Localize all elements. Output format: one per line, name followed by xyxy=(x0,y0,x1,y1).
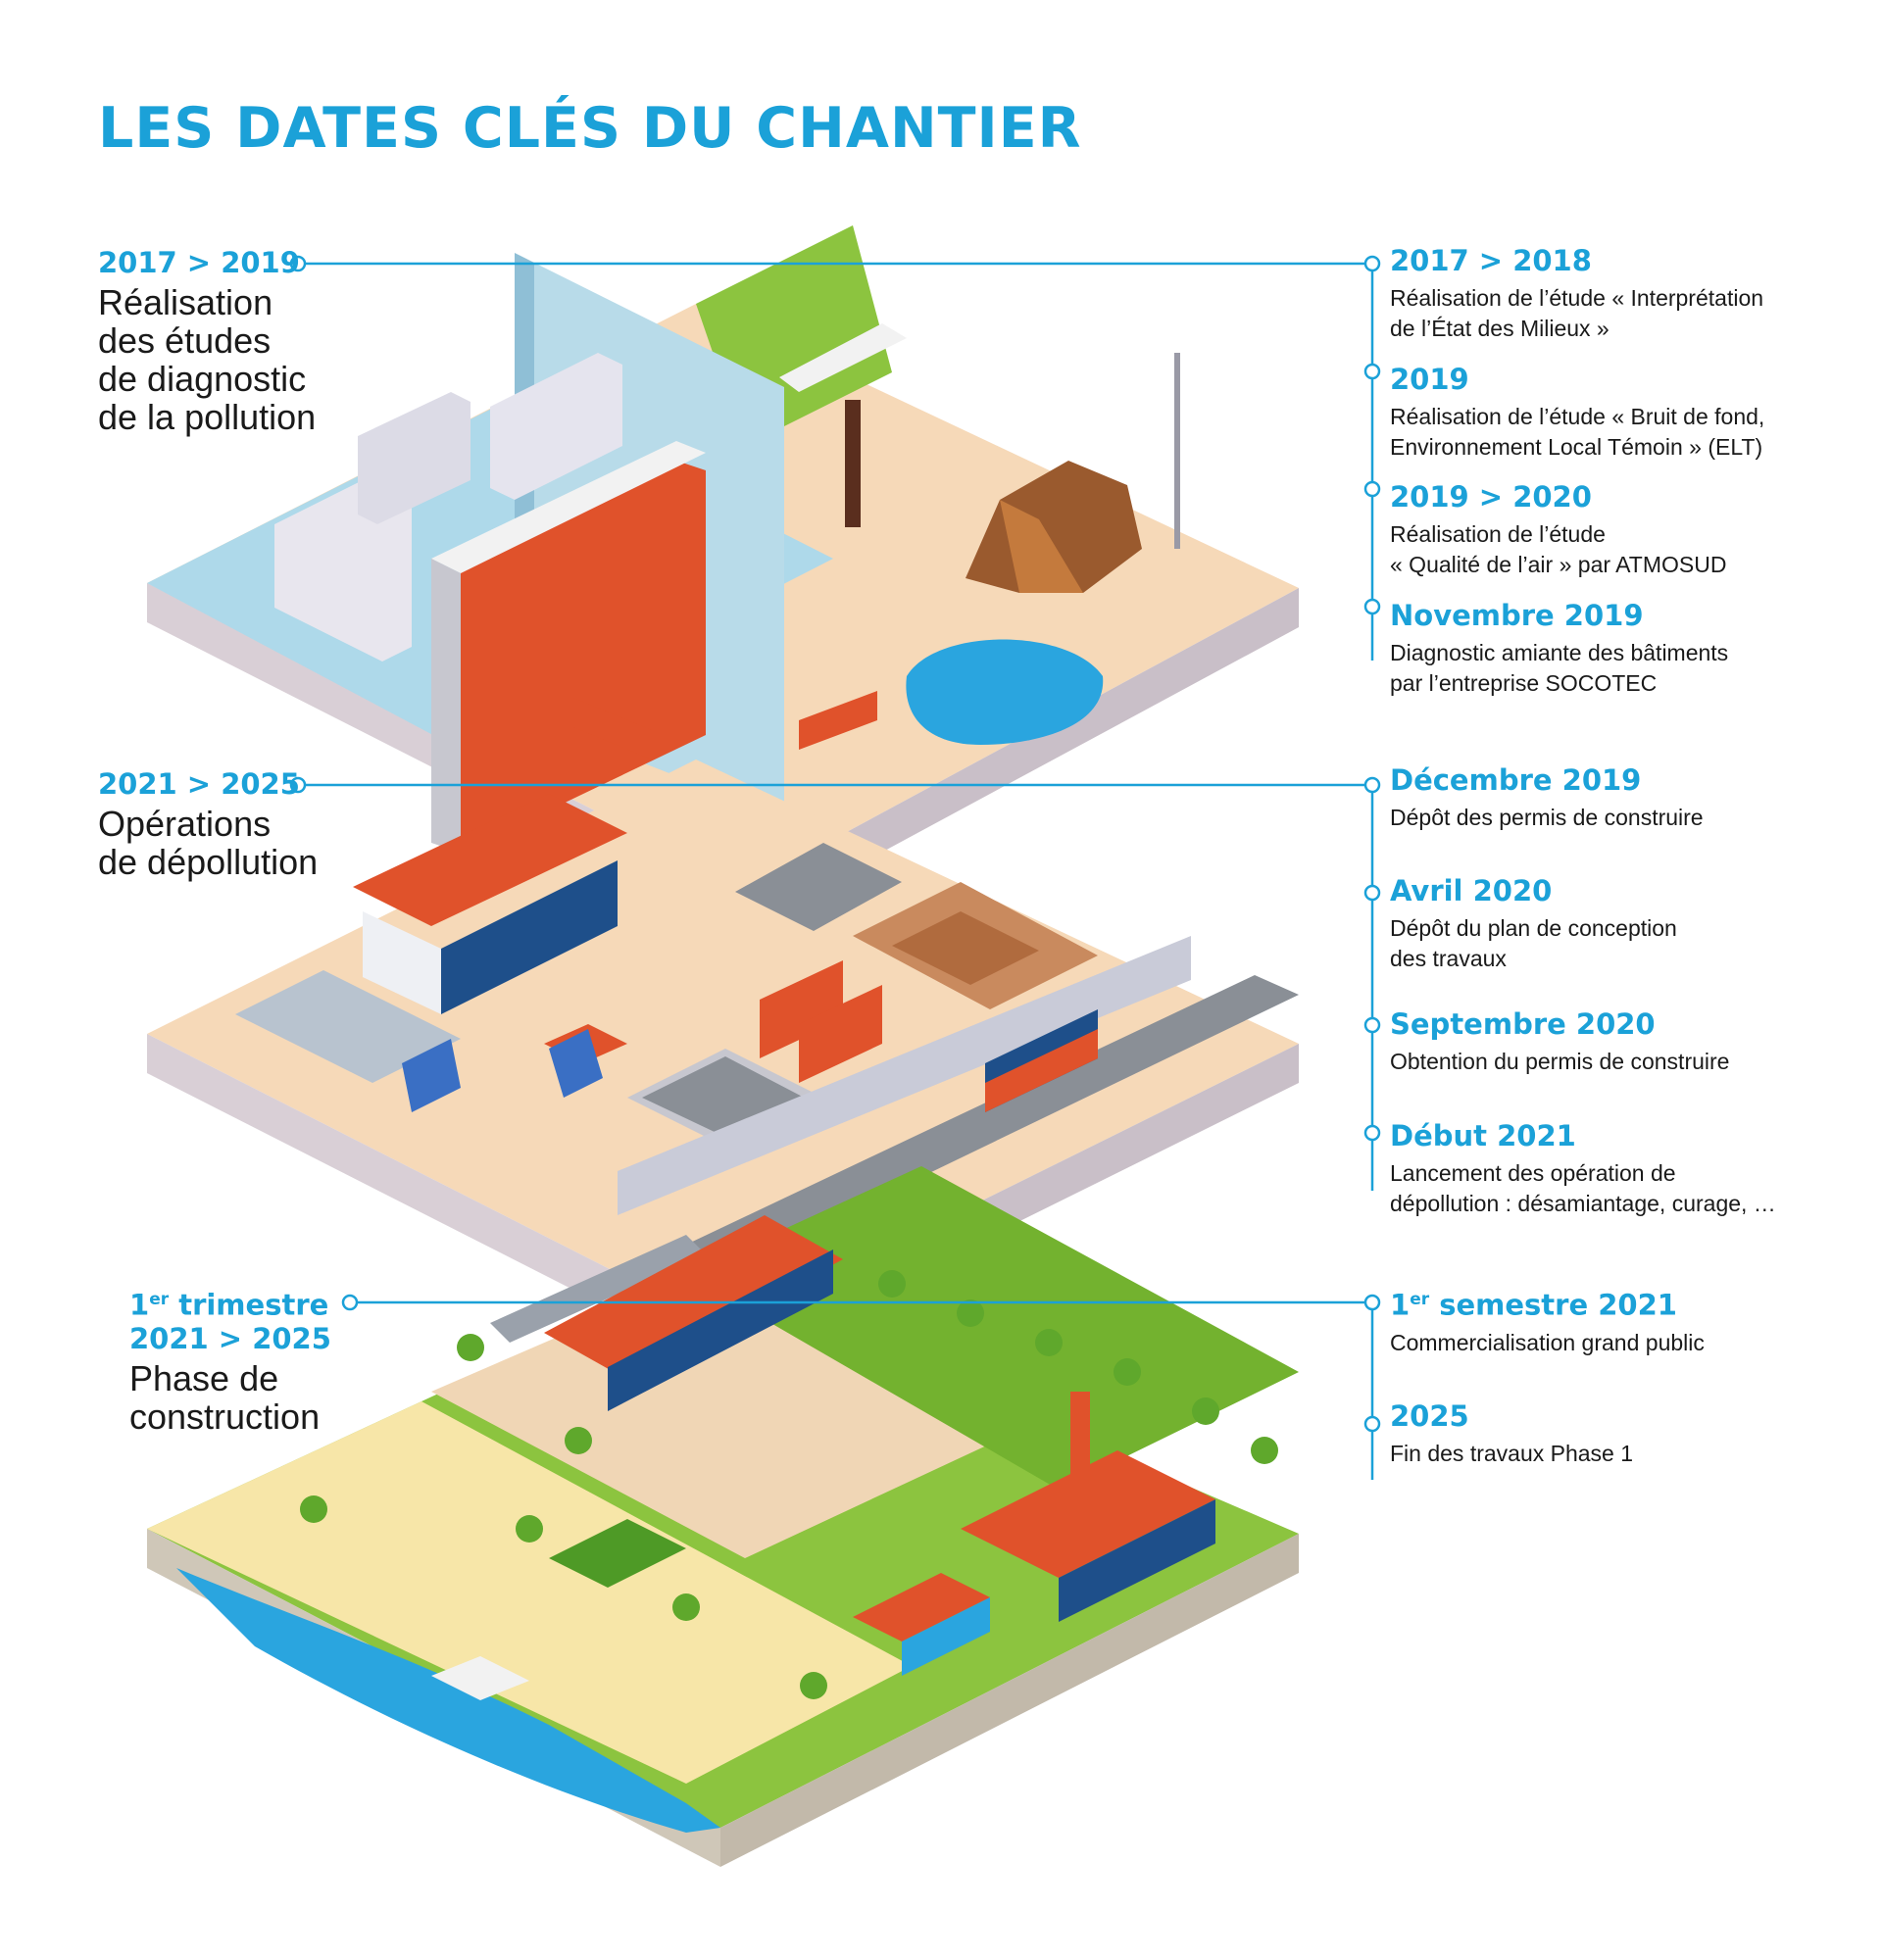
phase-title: Réalisation des études de diagnostic de … xyxy=(98,282,317,437)
phase-diagnostic: 2017 > 2019 Réalisation des études de di… xyxy=(98,246,316,436)
event-date: Novembre 2019 xyxy=(1390,599,1644,632)
node-event-2 xyxy=(1363,363,1381,380)
node-event-9 xyxy=(1363,1294,1381,1311)
phase-depollution: 2021 > 2025 Opérations de dépollution xyxy=(98,767,318,881)
event-item: 2017 > 2018 Réalisation de l’étude « Int… xyxy=(1390,244,1841,344)
event-item: Début 2021 Lancement des opération de dé… xyxy=(1390,1119,1841,1219)
event-text: Réalisation de l’étude « Qualité de l’ai… xyxy=(1390,521,1727,577)
event-date: 1er semestre 2021 xyxy=(1390,1288,1677,1322)
node-event-4 xyxy=(1363,598,1381,615)
event-text: Fin des travaux Phase 1 xyxy=(1390,1441,1634,1466)
event-item: Novembre 2019 Diagnostic amiante des bât… xyxy=(1390,599,1841,699)
node-event-6 xyxy=(1363,884,1381,902)
event-text: Dépôt du plan de conception des travaux xyxy=(1390,915,1677,971)
phase-title: Phase de construction xyxy=(129,1357,321,1437)
event-item: Septembre 2020 Obtention du permis de co… xyxy=(1390,1007,1841,1077)
diagnostic-layer xyxy=(147,225,1299,926)
event-date: 2019 xyxy=(1390,363,1469,396)
event-date: 2025 xyxy=(1390,1399,1469,1433)
node-event-8 xyxy=(1363,1124,1381,1142)
node-event-7 xyxy=(1363,1016,1381,1034)
node-phase-2 xyxy=(289,776,307,794)
node-event-5 xyxy=(1363,776,1381,794)
node-event-3 xyxy=(1363,480,1381,498)
event-text: Diagnostic amiante des bâtiments par l’e… xyxy=(1390,640,1729,696)
page-title: LES DATES CLÉS DU CHANTIER xyxy=(98,96,1082,161)
event-text: Commercialisation grand public xyxy=(1390,1329,1705,1355)
phase-date-line2: 2021 > 2025 xyxy=(129,1321,331,1355)
construction-layer xyxy=(147,1166,1299,1867)
event-date: 2019 > 2020 xyxy=(1390,480,1592,514)
phase-date: 2017 > 2019 xyxy=(98,246,300,279)
event-text: Obtention du permis de construire xyxy=(1390,1049,1730,1074)
event-item: 2025 Fin des travaux Phase 1 xyxy=(1390,1399,1841,1469)
event-text: Lancement des opération de dépollution :… xyxy=(1390,1160,1776,1216)
phase-construction: 1er trimestre 2021 > 2025 Phase de const… xyxy=(129,1283,331,1436)
event-date: Décembre 2019 xyxy=(1390,763,1642,797)
event-item: 2019 > 2020 Réalisation de l’étude « Qua… xyxy=(1390,480,1841,580)
event-text: Réalisation de l’étude « Bruit de fond, … xyxy=(1390,404,1765,460)
event-text: Dépôt des permis de construire xyxy=(1390,805,1704,830)
event-date: 2017 > 2018 xyxy=(1390,244,1592,277)
event-item: Avril 2020 Dépôt du plan de conception d… xyxy=(1390,874,1841,974)
event-date: Avril 2020 xyxy=(1390,874,1553,907)
event-text: Réalisation de l’étude « Interprétation … xyxy=(1390,285,1764,341)
phase-date: 1er trimestre xyxy=(129,1288,329,1322)
phase-title: Opérations de dépollution xyxy=(98,804,319,882)
node-event-10 xyxy=(1363,1415,1381,1433)
event-date: Septembre 2020 xyxy=(1390,1007,1656,1041)
phase-date: 2021 > 2025 xyxy=(98,767,300,801)
node-event-1 xyxy=(1363,255,1381,272)
timeline-connectors xyxy=(305,262,1374,1480)
event-item: 1er semestre 2021 Commercialisation gran… xyxy=(1390,1283,1841,1358)
event-item: 2019 Réalisation de l’étude « Bruit de f… xyxy=(1390,363,1841,463)
event-date: Début 2021 xyxy=(1390,1119,1576,1152)
event-item: Décembre 2019 Dépôt des permis de constr… xyxy=(1390,763,1841,833)
timeline-nodes xyxy=(289,255,1381,1433)
node-phase-3 xyxy=(341,1294,359,1311)
node-phase-1 xyxy=(289,255,307,272)
